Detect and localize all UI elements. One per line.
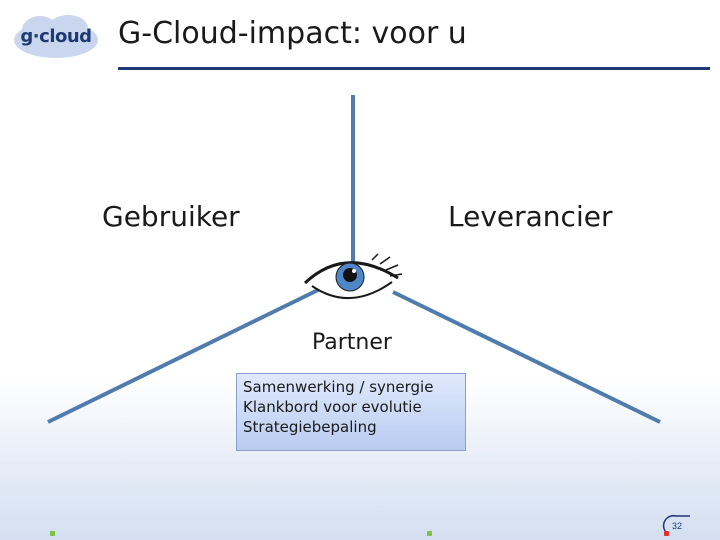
- right-diagonal-line: [392, 290, 661, 424]
- green-dot-center: [427, 531, 432, 536]
- label-gebruiker: Gebruiker: [102, 200, 240, 233]
- green-dot-left: [50, 531, 55, 536]
- list-item: Strategiebepaling: [243, 418, 377, 436]
- list-item: Samenwerking / synergie: [243, 378, 434, 396]
- cloud-icon: [14, 15, 98, 58]
- partner-benefits-box: Samenwerking / synergie Klankbord voor e…: [236, 373, 466, 451]
- title-underline: [118, 67, 710, 70]
- list-item: Klankbord voor evolutie: [243, 398, 422, 416]
- eye-icon: [303, 253, 403, 299]
- page-number: 32: [671, 521, 682, 531]
- left-diagonal-line: [47, 288, 319, 424]
- label-partner: Partner: [312, 330, 392, 355]
- logo-text: g·cloud: [20, 26, 92, 47]
- red-dot: [664, 531, 669, 536]
- slide-title: G-Cloud-impact: voor u: [118, 16, 467, 51]
- gcloud-logo: g·cloud: [10, 12, 102, 62]
- label-leverancier: Leverancier: [448, 200, 613, 233]
